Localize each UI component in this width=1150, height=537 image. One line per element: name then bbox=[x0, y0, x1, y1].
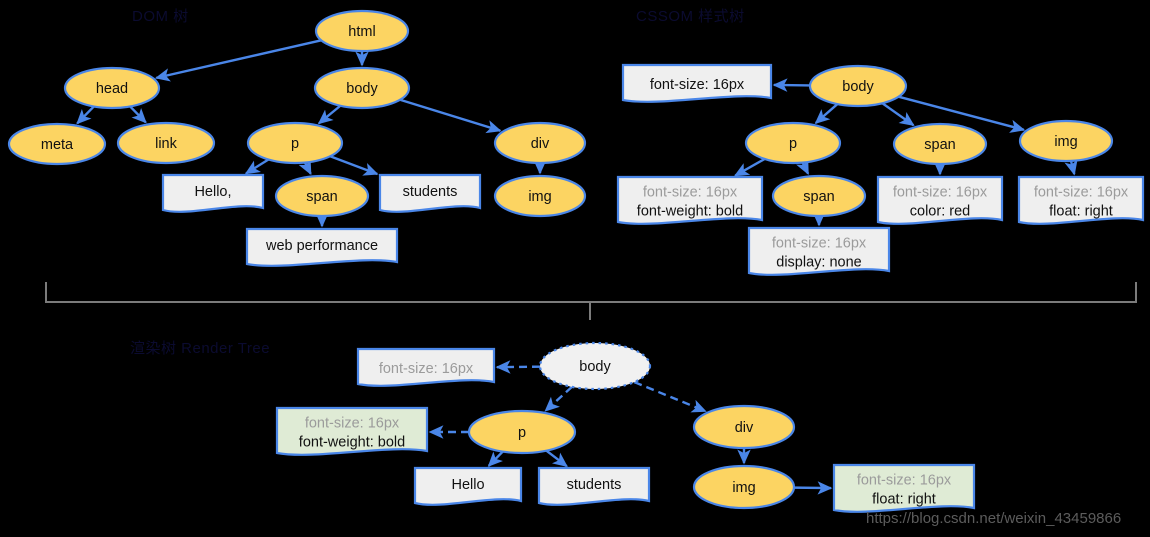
node-render-hello[interactable]: Hello bbox=[413, 466, 523, 506]
node-render-students[interactable]: students bbox=[537, 466, 651, 506]
node-shape-ellipse bbox=[771, 174, 867, 218]
edge-render-p-to-hello bbox=[487, 450, 504, 467]
edge-cssom-body-to-img bbox=[898, 95, 1026, 133]
node-shape-box bbox=[161, 173, 265, 213]
node-dom-head[interactable]: head bbox=[63, 66, 161, 110]
node-shape-box bbox=[832, 463, 976, 513]
section-brace bbox=[45, 282, 1137, 320]
node-dom-div[interactable]: div bbox=[493, 121, 587, 165]
node-shape-ellipse bbox=[493, 174, 587, 218]
section-title-cssom-tree: CSSOM 样式树 bbox=[636, 8, 745, 25]
node-shape-box bbox=[413, 466, 523, 506]
node-dom-hello[interactable]: Hello, bbox=[161, 173, 265, 213]
node-shape-ellipse bbox=[493, 121, 587, 165]
edge-render-body-to-bodyrule bbox=[495, 360, 541, 374]
node-shape-ellipse bbox=[467, 409, 577, 455]
node-render-bodyrule[interactable]: font-size: 16px bbox=[356, 347, 496, 387]
edge-cssom-img-to-imgrule bbox=[1064, 159, 1078, 176]
edge-dom-html-to-head bbox=[154, 39, 322, 82]
edge-dom-body-to-p bbox=[317, 104, 342, 125]
node-shape-box bbox=[876, 175, 1004, 225]
node-render-img[interactable]: img bbox=[692, 464, 796, 510]
node-render-div[interactable]: div bbox=[692, 404, 796, 450]
node-dom-webperf[interactable]: web performance bbox=[245, 227, 399, 267]
node-dom-span1[interactable]: span bbox=[274, 174, 370, 218]
node-shape-box bbox=[747, 226, 891, 276]
node-shape-box bbox=[621, 63, 773, 103]
node-shape-ellipse bbox=[744, 121, 842, 165]
node-dom-p[interactable]: p bbox=[246, 121, 344, 165]
node-shape-box bbox=[356, 347, 496, 387]
edge-cssom-body-to-p bbox=[814, 103, 839, 124]
node-shape-ellipse bbox=[116, 121, 216, 165]
node-dom-body[interactable]: body bbox=[313, 66, 411, 110]
brace-bar bbox=[45, 282, 1137, 303]
node-shape-ellipse bbox=[314, 9, 410, 53]
node-cssom-body[interactable]: body bbox=[808, 64, 908, 108]
edge-dom-p-to-hello bbox=[244, 158, 270, 175]
node-cssom-span1[interactable]: span bbox=[892, 122, 988, 166]
node-dom-link[interactable]: link bbox=[116, 121, 216, 165]
node-shape-ellipse bbox=[246, 121, 344, 165]
edge-dom-p-to-students bbox=[329, 155, 379, 176]
node-dom-meta[interactable]: meta bbox=[7, 122, 107, 166]
node-shape-ellipse bbox=[313, 66, 411, 110]
node-dom-students[interactable]: students bbox=[378, 173, 482, 213]
edge-dom-head-to-meta bbox=[76, 105, 95, 125]
node-shape-ellipse bbox=[7, 122, 107, 166]
edge-render-body-to-p bbox=[544, 385, 573, 412]
edge-dom-body-to-div bbox=[399, 98, 502, 134]
section-title-render-tree: 渲染树 Render Tree bbox=[130, 340, 270, 357]
node-cssom-span2[interactable]: span bbox=[771, 174, 867, 218]
node-shape-ellipse bbox=[1018, 119, 1114, 163]
edge-render-p-to-students bbox=[545, 449, 568, 468]
node-cssom-p[interactable]: p bbox=[744, 121, 842, 165]
watermark: https://blog.csdn.net/weixin_43459866 bbox=[866, 510, 1121, 527]
node-dom-html[interactable]: html bbox=[314, 9, 410, 53]
edges-layer bbox=[76, 39, 1078, 495]
edge-cssom-p-to-prule bbox=[733, 157, 766, 177]
node-cssom-bodyrule[interactable]: font-size: 16px bbox=[621, 63, 773, 103]
section-title-dom-tree: DOM 树 bbox=[132, 8, 189, 25]
node-shape-box bbox=[537, 466, 651, 506]
node-shape-ellipse bbox=[274, 174, 370, 218]
node-shape-ellipse bbox=[538, 341, 652, 391]
edge-render-body-to-div bbox=[633, 380, 707, 413]
node-shape-box bbox=[1017, 175, 1145, 225]
node-dom-img[interactable]: img bbox=[493, 174, 587, 218]
node-shape-ellipse bbox=[63, 66, 161, 110]
node-shape-ellipse bbox=[892, 122, 988, 166]
node-render-body[interactable]: body bbox=[538, 341, 652, 391]
node-render-p[interactable]: p bbox=[467, 409, 577, 455]
edge-cssom-p-to-span2 bbox=[796, 158, 810, 176]
node-shape-box bbox=[275, 406, 429, 456]
node-shape-box bbox=[616, 175, 764, 225]
node-shape-box bbox=[245, 227, 399, 267]
node-shape-ellipse bbox=[808, 64, 908, 108]
node-cssom-img[interactable]: img bbox=[1018, 119, 1114, 163]
edge-cssom-body-to-span1 bbox=[881, 102, 915, 127]
edge-dom-p-to-span1 bbox=[298, 158, 312, 176]
edge-dom-head-to-link bbox=[129, 105, 147, 124]
node-shape-box bbox=[378, 173, 482, 213]
node-shape-ellipse bbox=[692, 404, 796, 450]
node-shape-ellipse bbox=[692, 464, 796, 510]
